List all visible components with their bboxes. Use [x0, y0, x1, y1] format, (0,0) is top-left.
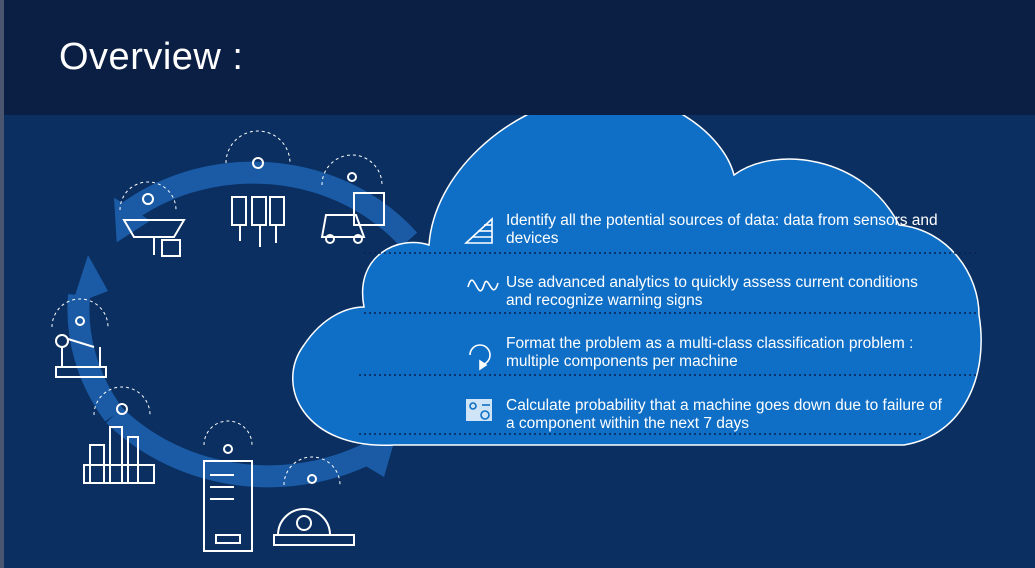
slide-title: Overview : [59, 36, 244, 78]
robot-arm-icon [51, 298, 109, 378]
slide-header: Overview : [4, 0, 1035, 115]
analytics-icon [467, 279, 499, 292]
cycle-arrow-icon [67, 161, 418, 488]
power-lines-icon [225, 130, 291, 247]
dashboard-icon [466, 399, 492, 421]
refinery-icon [83, 386, 155, 484]
mri-scanner-icon [273, 456, 355, 546]
item-text-1: Identify all the potential sources of da… [506, 212, 938, 247]
vehicles-icon [320, 154, 385, 244]
illustration [51, 115, 982, 552]
data-sources-icon [463, 217, 493, 244]
refresh-icon [469, 344, 491, 371]
slide-body: Identify all the potential sources of da… [4, 115, 1035, 568]
item-text-4: Calculate probability that a machine goe… [506, 397, 942, 432]
slide-left-border [0, 0, 4, 568]
item-text-2: Use advanced analytics to quickly assess… [506, 274, 918, 309]
item-text-3: Format the problem as a multi-class clas… [506, 335, 914, 370]
cloud-shape [292, 115, 982, 446]
vending-machine-icon [203, 420, 253, 552]
solar-panel-icon [119, 181, 186, 257]
